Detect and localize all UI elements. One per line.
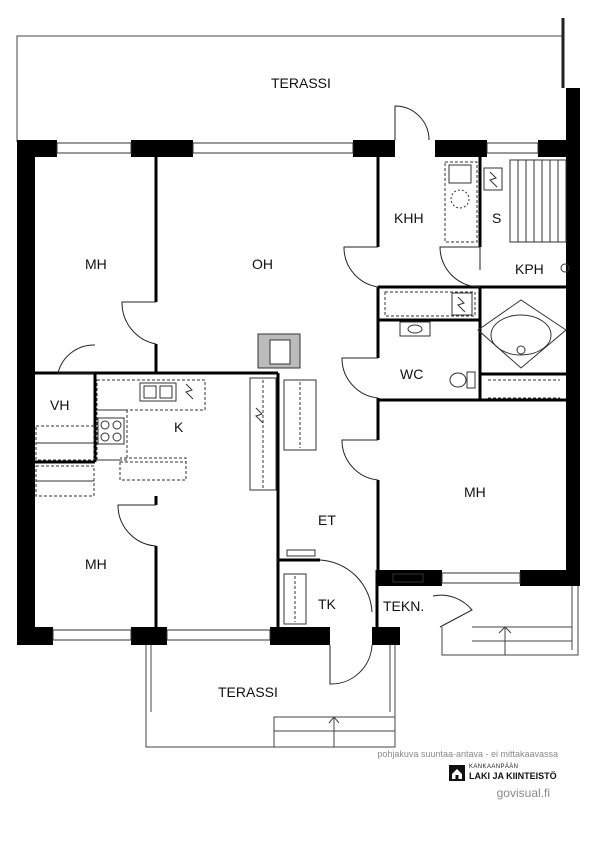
website-link[interactable]: govisual.fi bbox=[496, 786, 550, 800]
sauna-benches bbox=[509, 159, 567, 243]
brand-logo: KANKAANPÄÄN LAKI JA KIINTEISTÖ bbox=[448, 762, 560, 784]
kitchen-counters bbox=[96, 379, 206, 481]
room-label-vh: VH bbox=[50, 397, 69, 413]
room-label-mh-top-left: MH bbox=[85, 256, 107, 272]
terrace-top-outline bbox=[16, 18, 565, 142]
exterior-walls bbox=[17, 88, 580, 645]
room-label-terassi-top: TERASSI bbox=[271, 75, 331, 91]
bathroom-fixtures bbox=[384, 263, 570, 399]
room-label-tk: TK bbox=[318, 596, 337, 612]
door-swings bbox=[57, 105, 481, 685]
room-label-khh: KHH bbox=[394, 210, 424, 226]
interior-walls bbox=[35, 157, 566, 627]
room-label-wc: WC bbox=[400, 366, 423, 382]
house-logo-icon bbox=[449, 765, 465, 781]
brand-line-1: KANKAANPÄÄN bbox=[469, 764, 519, 770]
room-label-mh-right: MH bbox=[464, 484, 486, 500]
room-label-terassi-bottom: TERASSI bbox=[218, 684, 278, 700]
disclaimer-note: pohjakuva suuntaa-antava - ei mittakaava… bbox=[377, 749, 558, 759]
terrace-bottom-outline bbox=[145, 645, 396, 748]
utility-fixtures bbox=[444, 161, 503, 243]
room-label-tekn: TEKN. bbox=[383, 598, 424, 614]
closets bbox=[35, 425, 95, 497]
room-label-mh-bottom-left: MH bbox=[85, 556, 107, 572]
windows bbox=[52, 142, 539, 641]
room-label-et: ET bbox=[318, 512, 336, 528]
wardrobes bbox=[249, 377, 424, 625]
room-label-oh: OH bbox=[252, 256, 273, 272]
right-steps bbox=[441, 586, 579, 656]
room-label-s: S bbox=[492, 210, 501, 226]
brand-line-2: LAKI JA KIINTEISTÖ bbox=[469, 771, 557, 781]
room-label-k: K bbox=[174, 419, 184, 435]
room-label-kph: KPH bbox=[515, 261, 544, 277]
fireplace bbox=[257, 333, 301, 369]
